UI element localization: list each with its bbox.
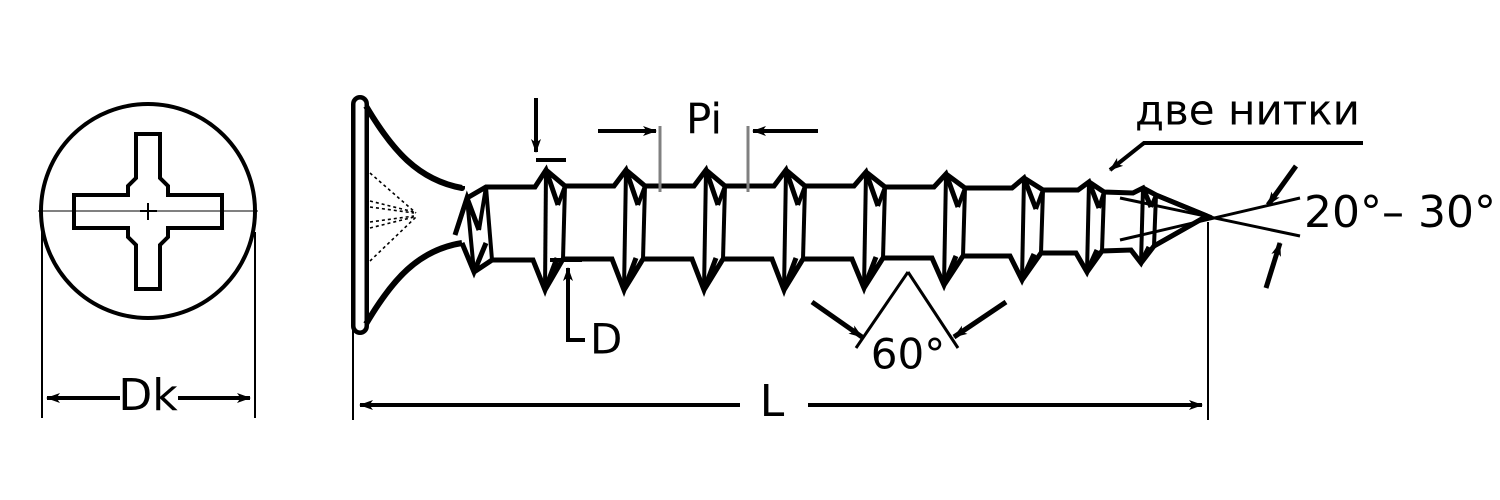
head-recess-hidden-lines [369,172,417,262]
point-angle-arrow-top [1265,164,1299,207]
point-angle-label: 20°– 30° [1304,187,1496,238]
angle60-line-right [906,271,960,349]
l-label: L [760,376,785,427]
head-top-view: Dk [38,102,258,421]
thread-helix-flanks [465,169,1158,291]
two-threads-leader-line [1108,141,1363,172]
head-outline-circle [39,102,257,320]
d-label: D [590,315,622,364]
d-leader-line [566,322,585,342]
angle60-arrow-right [952,299,1008,340]
head-cone-lower [363,240,463,326]
point-angle-arrow-bottom [1263,242,1283,289]
angle60-label: 60° [871,330,945,379]
dk-label: Dk [118,370,178,421]
l-dimension: L [352,222,1209,427]
point-angle-dimension: 20°– 30° [1119,164,1496,289]
pi-label: Pi [686,95,722,144]
angle60-line-left [854,271,910,349]
phillips-cross-recess [72,132,224,291]
two-threads-label: две нитки [1135,86,1360,135]
point-angle-line-lower [1119,196,1301,238]
d-dimension: D [531,98,622,364]
head-cone-upper [363,104,465,191]
two-threads-note: две нитки [1108,86,1363,172]
pi-dimension: Pi [598,95,818,192]
thread-angle-dimension: 60° [810,271,1008,379]
angle60-arrow-left [810,299,864,340]
screw-side-view: D Pi 60° [351,86,1496,427]
center-mark-icon [140,203,157,220]
